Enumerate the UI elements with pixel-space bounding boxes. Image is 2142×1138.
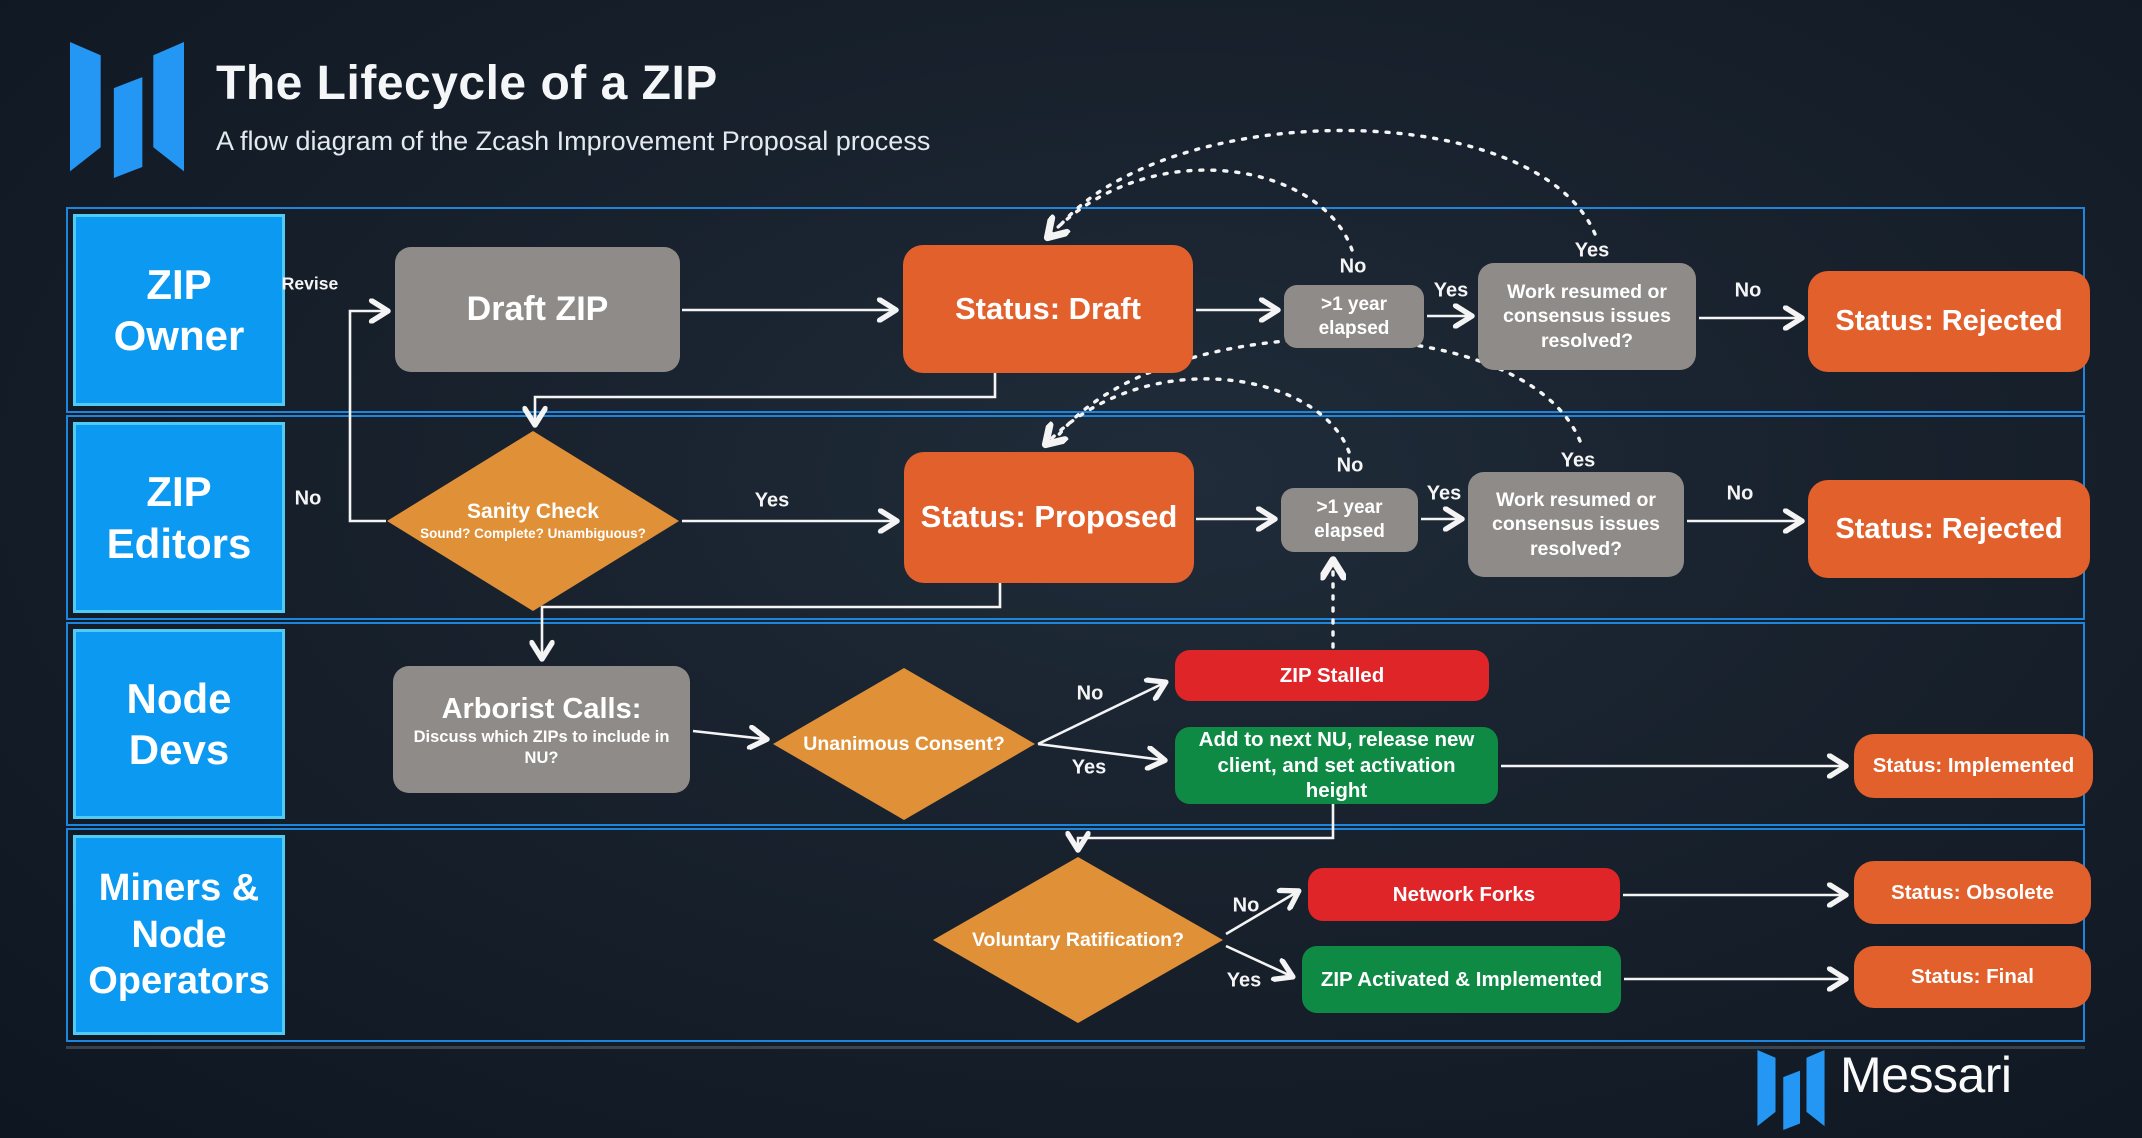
node-status-draft: Status: Draft [903,245,1193,373]
node-add-to-next-nu: Add to next NU, release new client, and … [1175,727,1498,804]
node-1-year-elapsed-draft: >1 year elapsed [1284,285,1424,348]
sanity-check-title: Sanity Check [467,500,599,524]
node-arborist-calls: Arborist Calls: Discuss which ZIPs to in… [393,666,690,793]
lane-label-zip-owner: ZIP Owner [73,214,285,406]
node-status-implemented: Status: Implemented [1854,734,2093,798]
node-work-resumed-draft: Work resumed or consensus issues resolve… [1478,263,1696,370]
node-network-forks: Network Forks [1308,868,1620,921]
arborist-calls-title: Arborist Calls: [441,692,642,725]
node-status-rejected-draft: Status: Rejected [1808,271,2090,372]
lane-label-zip-editors: ZIP Editors [73,422,285,613]
lane-node-devs: Node Devs [66,622,2085,826]
edge-label-yes-work2: Yes [1560,449,1596,472]
edge-label-yes-elapsed1: Yes [1433,279,1469,302]
edge-label-yes-elapsed2: Yes [1426,482,1462,505]
edge-label-yes-unanimous: Yes [1071,756,1107,779]
node-status-rejected-proposed: Status: Rejected [1808,480,2090,578]
lane-miners-node-operators: Miners & Node Operators [66,828,2085,1042]
node-status-final: Status: Final [1854,946,2091,1008]
sanity-check-subtitle: Sound? Complete? Unambiguous? [420,525,646,541]
node-draft-zip: Draft ZIP [395,247,680,372]
node-work-resumed-proposed: Work resumed or consensus issues resolve… [1468,472,1684,577]
arborist-calls-subtitle: Discuss which ZIPs to include in NU? [413,728,670,767]
messari-footer-logo-icon [1757,1050,1825,1130]
lane-label-node-devs: Node Devs [73,629,285,819]
messari-logo-icon [70,42,184,178]
brand-wordmark: Messari [1840,1047,2012,1103]
edge-label-no-sanity: No [294,487,322,510]
node-zip-activated-implemented: ZIP Activated & Implemented [1302,946,1621,1013]
edge-label-yes-sanity: Yes [754,489,790,512]
edge-label-no-work2: No [1726,482,1754,505]
edge-label-no-elapsed1: No [1339,255,1367,278]
node-status-proposed: Status: Proposed [904,452,1194,583]
edge-label-no-work1: No [1734,279,1762,302]
edge-label-no-voluntary: No [1232,894,1260,917]
edge-label-no-unanimous: No [1076,682,1104,705]
page-subtitle: A flow diagram of the Zcash Improvement … [216,126,931,156]
node-zip-stalled: ZIP Stalled [1175,650,1489,701]
edge-label-yes-voluntary: Yes [1226,969,1262,992]
page-title: The Lifecycle of a ZIP [216,57,718,110]
node-status-obsolete: Status: Obsolete [1854,861,2091,924]
lane-label-miners-node-operators: Miners & Node Operators [73,835,285,1035]
footer-divider [66,1046,2085,1049]
edge-label-no-elapsed2: No [1336,454,1364,477]
node-1-year-elapsed-proposed: >1 year elapsed [1281,488,1418,552]
edge-label-yes-work1: Yes [1574,239,1610,262]
edge-label-revise: Revise [281,273,339,294]
